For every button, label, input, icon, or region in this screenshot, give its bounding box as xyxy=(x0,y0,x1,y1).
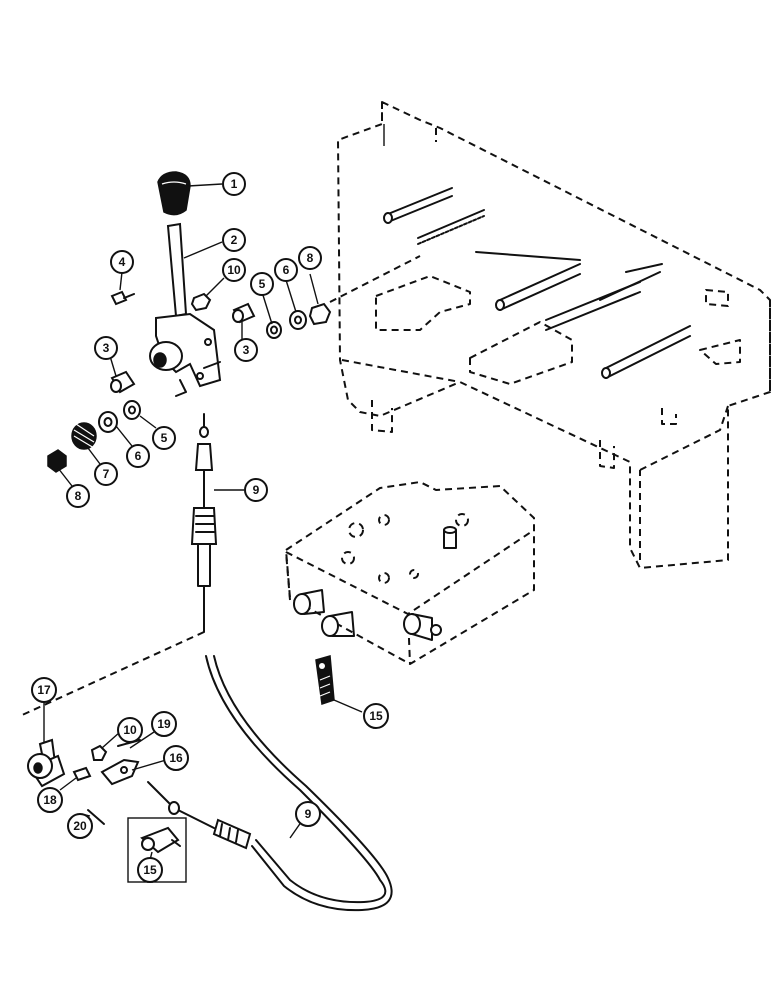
callout-17: 17 xyxy=(31,677,57,703)
svg-text:9: 9 xyxy=(253,483,260,497)
callout-19: 19 xyxy=(151,711,177,737)
callout-18: 18 xyxy=(37,787,63,813)
callouts: 1 2 4 10 5 6 8 3 3 5 6 7 8 9 15 17 10 19… xyxy=(31,172,389,883)
svg-text:18: 18 xyxy=(43,793,57,807)
callout-3-left: 3 xyxy=(94,336,118,360)
callout-1: 1 xyxy=(222,172,246,196)
callout-3-right: 3 xyxy=(234,338,258,362)
callout-16: 16 xyxy=(163,745,189,771)
svg-text:3: 3 xyxy=(243,343,250,357)
callout-6-upper: 6 xyxy=(274,258,298,282)
control-cable-lower xyxy=(147,655,393,912)
callout-5-upper: 5 xyxy=(250,272,274,296)
callout-15-inset: 15 xyxy=(137,857,163,883)
callout-2: 2 xyxy=(222,228,246,252)
callout-15-center: 15 xyxy=(363,703,389,729)
svg-text:19: 19 xyxy=(157,717,171,731)
svg-text:10: 10 xyxy=(123,723,137,737)
svg-text:20: 20 xyxy=(73,819,87,833)
svg-text:17: 17 xyxy=(37,683,51,697)
svg-text:8: 8 xyxy=(75,489,82,503)
svg-text:9: 9 xyxy=(305,807,312,821)
svg-text:2: 2 xyxy=(231,233,238,247)
callout-6-lower: 6 xyxy=(126,444,150,468)
svg-text:6: 6 xyxy=(283,263,290,277)
callout-8-upper: 8 xyxy=(298,246,322,270)
svg-text:15: 15 xyxy=(143,863,157,877)
mounting-frame xyxy=(329,101,771,569)
svg-text:8: 8 xyxy=(307,251,314,265)
svg-text:16: 16 xyxy=(169,751,183,765)
svg-text:5: 5 xyxy=(259,277,266,291)
callout-9-upper: 9 xyxy=(244,478,268,502)
callout-10-lower: 10 xyxy=(117,717,143,743)
svg-text:10: 10 xyxy=(227,263,241,277)
svg-text:5: 5 xyxy=(161,431,168,445)
lower-linkage-parts xyxy=(27,655,335,883)
callout-7: 7 xyxy=(94,462,118,486)
svg-text:15: 15 xyxy=(369,709,383,723)
control-lever xyxy=(47,171,332,473)
callout-20: 20 xyxy=(67,813,93,839)
callout-10-upper: 10 xyxy=(222,258,246,282)
svg-text:6: 6 xyxy=(135,449,142,463)
svg-text:7: 7 xyxy=(103,467,110,481)
callout-5-lower: 5 xyxy=(152,426,176,450)
valve-block xyxy=(285,481,535,665)
callout-9-lower: 9 xyxy=(295,801,321,827)
svg-text:4: 4 xyxy=(119,255,126,269)
callout-8-lower: 8 xyxy=(66,484,90,508)
svg-text:3: 3 xyxy=(103,341,110,355)
svg-text:1: 1 xyxy=(231,177,238,191)
callout-4: 4 xyxy=(110,250,134,274)
control-cable-upper xyxy=(19,413,218,717)
